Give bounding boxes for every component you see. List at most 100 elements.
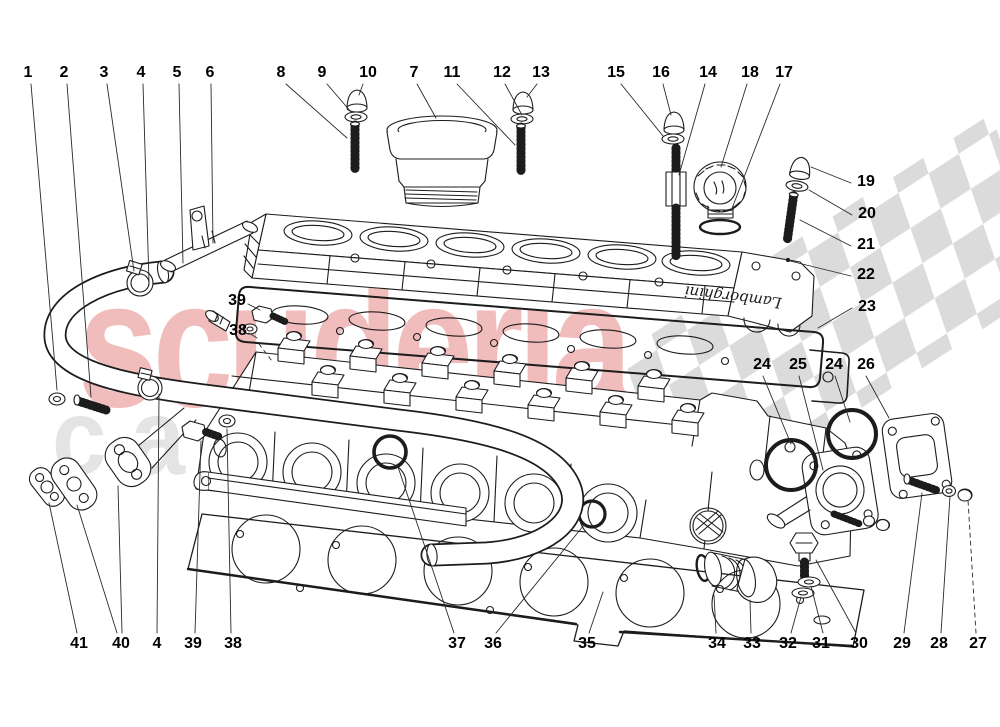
fastener-sets [344, 89, 811, 263]
leader-16 [662, 83, 672, 116]
callout-30: 30 [850, 635, 868, 652]
callout-8: 8 [276, 64, 286, 81]
leader-25 [798, 375, 824, 471]
leader-38 [258, 343, 273, 362]
leader-29 [903, 492, 923, 634]
leader-13 [526, 83, 538, 98]
callout-29: 29 [893, 635, 911, 652]
leader-32 [790, 596, 802, 634]
leader-28 [940, 495, 951, 634]
callout-19: 19 [857, 173, 875, 190]
breather-fitting [695, 551, 778, 603]
callout-34: 34 [708, 635, 726, 652]
leader-10 [358, 83, 364, 96]
leader-19 [810, 166, 852, 184]
callout-36: 36 [484, 635, 502, 652]
oil-filler-neck [386, 115, 498, 208]
leader-lines [30, 83, 977, 634]
callout-39: 39 [184, 635, 202, 652]
seal-ring-37 [372, 434, 408, 470]
callout-7: 7 [409, 64, 419, 81]
callout-21: 21 [857, 236, 875, 253]
hose-clamp-upper [125, 259, 154, 297]
callout-1: 1 [23, 64, 33, 81]
callout-39: 39 [228, 292, 246, 309]
washer-32 [791, 587, 815, 599]
callout-35: 35 [578, 635, 596, 652]
callout-3: 3 [99, 64, 109, 81]
cap-nut-10 [346, 89, 368, 108]
leader-24 [834, 375, 851, 423]
leader-7 [416, 83, 437, 119]
callout-26: 26 [857, 356, 875, 373]
flange-pipe [104, 436, 152, 488]
valve-cover-gasket [234, 285, 850, 404]
callout-24: 24 [753, 356, 771, 373]
leader-27 [967, 499, 977, 634]
leader-18 [720, 83, 748, 168]
water-outlet-assembly [764, 408, 973, 599]
o-ring-17 [698, 218, 742, 236]
leader-24 [762, 375, 792, 445]
callout-33: 33 [743, 635, 761, 652]
callout-2: 2 [59, 64, 69, 81]
stud-2 [73, 396, 111, 415]
callout-38: 38 [224, 635, 242, 652]
callout-14: 14 [699, 64, 717, 81]
outlet-gasket-26 [881, 413, 953, 499]
callout-17: 17 [775, 64, 793, 81]
washer-20 [785, 180, 809, 192]
leader-40 [76, 504, 118, 634]
washer-15 [661, 133, 685, 145]
callout-23: 23 [858, 298, 876, 315]
leader-37 [396, 463, 455, 634]
callout-9: 9 [317, 64, 327, 81]
leader-4 [156, 393, 160, 634]
callout-4: 4 [152, 635, 162, 652]
oil-gallery-tube [193, 471, 467, 527]
leader-26 [865, 375, 890, 419]
flange-40 [50, 457, 98, 511]
leader-35 [588, 591, 604, 634]
callout-31: 31 [812, 635, 830, 652]
oil-cap [693, 161, 747, 219]
callout-15: 15 [607, 64, 625, 81]
leader-39 [247, 303, 261, 311]
stud-21 [782, 191, 799, 244]
callout-27: 27 [969, 635, 987, 652]
callout-16: 16 [652, 64, 670, 81]
leader-34 [713, 594, 717, 634]
leader-1 [30, 83, 58, 391]
leader-12 [504, 83, 523, 116]
leader-6 [210, 83, 214, 244]
leader-39 [194, 440, 202, 634]
leader-5 [178, 83, 184, 264]
callout-4: 4 [136, 64, 146, 81]
leader-33 [749, 599, 752, 634]
coolant-hose-assembly [28, 205, 585, 567]
leader-31 [810, 585, 824, 634]
leader-41 [48, 502, 78, 634]
bolt-30 [789, 532, 819, 583]
leader-22 [789, 260, 852, 277]
leader-38 [248, 332, 258, 339]
washer-38-lower [218, 414, 236, 428]
callout-41: 41 [70, 635, 88, 652]
callout-5: 5 [172, 64, 182, 81]
washer-1 [48, 392, 66, 406]
callout-28: 28 [930, 635, 948, 652]
leader-30 [815, 559, 857, 634]
leader-4 [142, 83, 150, 283]
leader-11 [456, 83, 516, 146]
callout-25: 25 [789, 356, 807, 373]
bolt-39-lower [181, 420, 224, 442]
hose-clamp-lower [137, 367, 163, 401]
callout-13: 13 [532, 64, 550, 81]
callout-32: 32 [779, 635, 797, 652]
leader-3 [106, 83, 135, 272]
callout-37: 37 [448, 635, 466, 652]
leader-20 [808, 189, 853, 216]
leader-9 [326, 83, 352, 113]
metal-pipe [159, 205, 259, 273]
leader-15 [620, 83, 664, 137]
